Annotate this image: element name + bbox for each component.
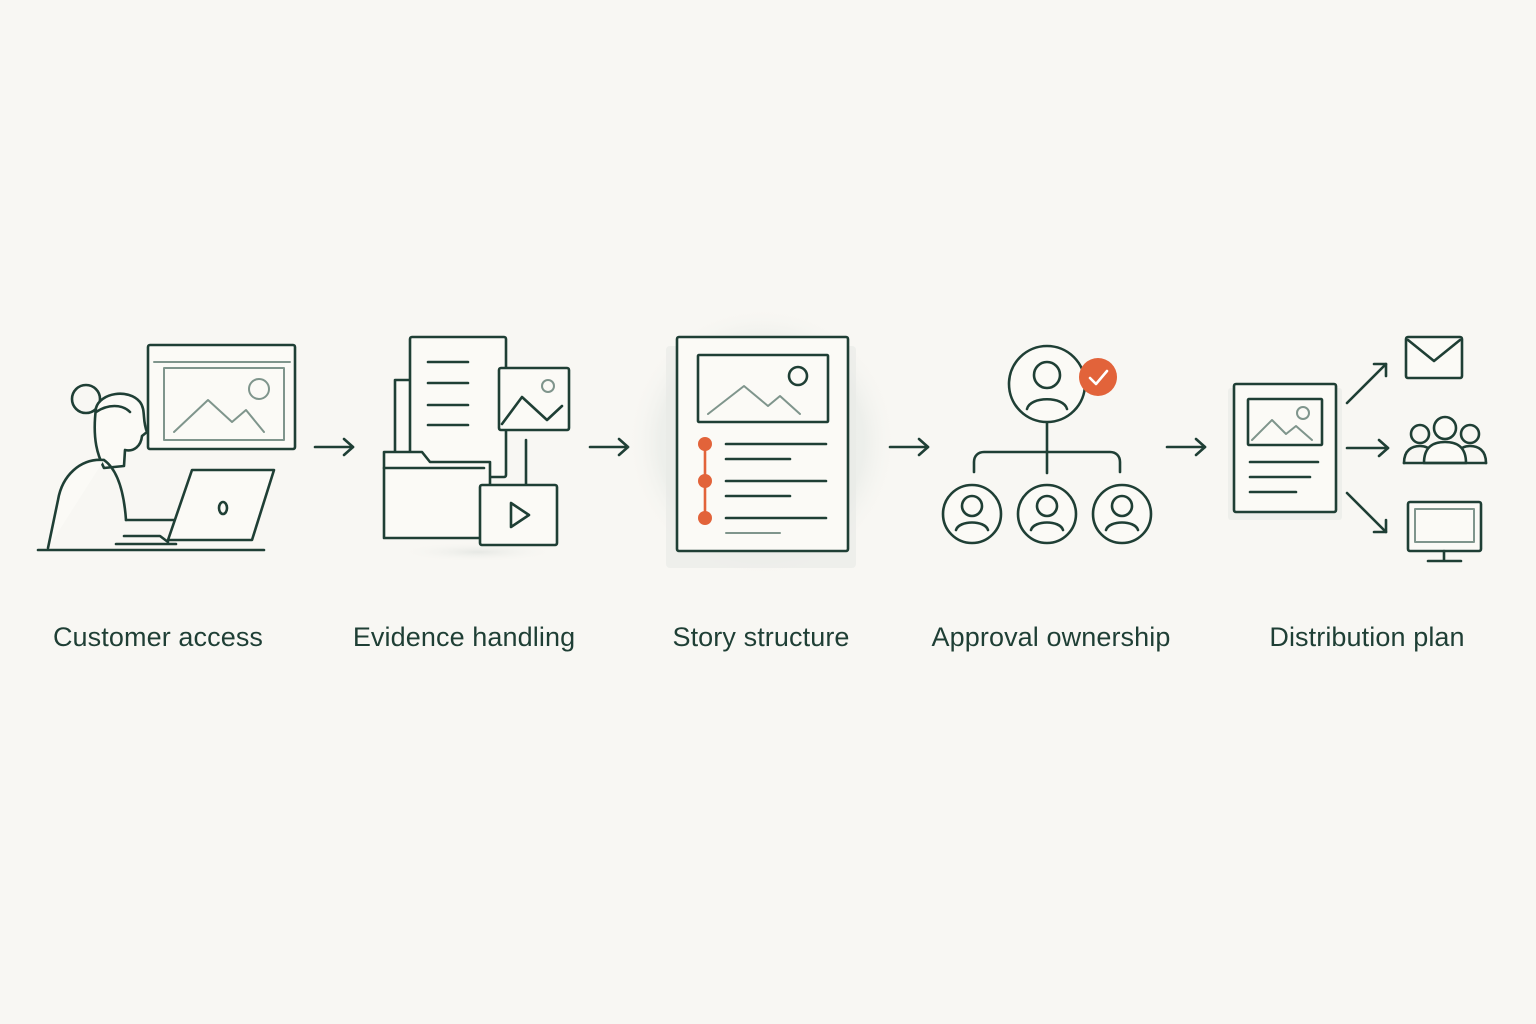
- flow-arrow-1: [313, 437, 355, 457]
- distribution-icon: [1228, 335, 1488, 563]
- step-label-evidence-handling: Evidence handling: [352, 622, 576, 652]
- step-label-story-structure: Story structure: [672, 622, 850, 652]
- flow-arrow-2: [588, 437, 630, 457]
- approval-tree-icon: [941, 344, 1153, 545]
- person-laptop-icon: [36, 343, 297, 552]
- files-folder-icon: [382, 335, 571, 562]
- step-label-approval-ownership: Approval ownership: [931, 622, 1171, 652]
- step-label-distribution-plan: Distribution plan: [1269, 622, 1465, 652]
- document-outline-icon: [626, 306, 898, 578]
- flow-arrow-4: [1165, 437, 1207, 457]
- step-label-customer-access: Customer access: [52, 622, 264, 652]
- flow-arrow-3: [888, 437, 930, 457]
